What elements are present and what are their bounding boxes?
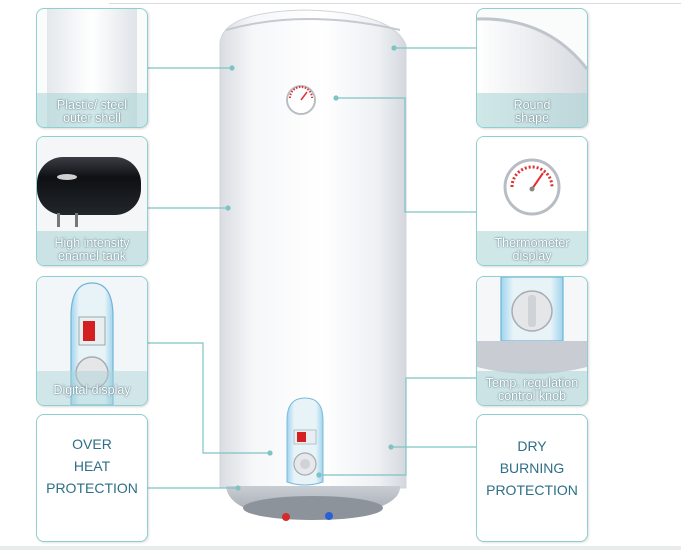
panel-control-knob: Temp. regulation control knob	[476, 276, 588, 406]
leader-dots	[225, 45, 397, 491]
caption-enamel-tank: High intensity enamel tank	[54, 236, 130, 263]
round-shape-icon	[477, 17, 587, 127]
top-border-line	[109, 3, 681, 4]
panel-enamel-tank: High intensity enamel tank	[36, 136, 148, 266]
leader-lines	[148, 47, 477, 489]
control-knob-icon	[477, 277, 587, 405]
thermometer-gauge-icon	[286, 85, 316, 115]
outer-shell-icon	[37, 9, 147, 127]
box-overheat-protection: OVER HEAT PROTECTION	[36, 414, 148, 542]
panel-outer-shell: Plastic/ steel outer shell	[36, 8, 148, 128]
panel-digital-display: Digital display	[36, 276, 148, 406]
enamel-tank-icon	[37, 137, 147, 265]
caption-outer-shell: Plastic/ steel outer shell	[56, 98, 128, 125]
panel-round-shape: Round shape	[476, 8, 588, 128]
caption-thermometer: Thermometer display	[494, 236, 570, 263]
control-panel-icon	[286, 397, 324, 486]
caption-control-knob: Temp. regulation control knob	[485, 376, 579, 403]
caption-digital-display: Digital display	[53, 383, 131, 397]
dry-burning-label: DRY BURNING PROTECTION	[486, 438, 578, 498]
bottom-strip	[0, 546, 681, 550]
thermometer-icon	[477, 137, 587, 265]
hot-outlet-icon	[282, 513, 290, 521]
tank-body	[219, 9, 407, 489]
cold-inlet-icon	[325, 512, 333, 520]
tank-base	[226, 486, 401, 521]
overheat-label: OVER HEAT PROTECTION	[46, 436, 138, 496]
panel-thermometer: Thermometer display	[476, 136, 588, 266]
digital-display-icon	[37, 277, 147, 405]
box-dry-burning-protection: DRY BURNING PROTECTION	[476, 414, 588, 542]
caption-round-shape: Round shape	[513, 98, 551, 125]
